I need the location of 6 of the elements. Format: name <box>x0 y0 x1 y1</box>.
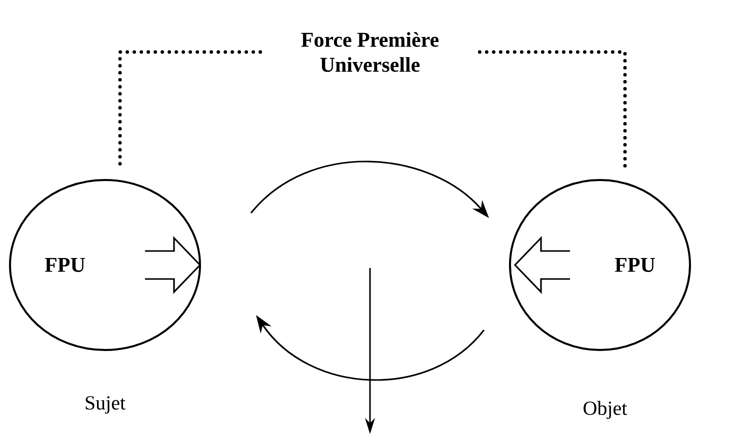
dotted-line <box>478 50 627 169</box>
caption-text: Sujet <box>86 396 126 414</box>
ellipse-node: FPU <box>9 179 201 351</box>
caption-text: Objet <box>584 400 628 420</box>
ellipse-node: FPU <box>509 179 691 351</box>
title-text: Force Première Universelle <box>301 32 439 72</box>
